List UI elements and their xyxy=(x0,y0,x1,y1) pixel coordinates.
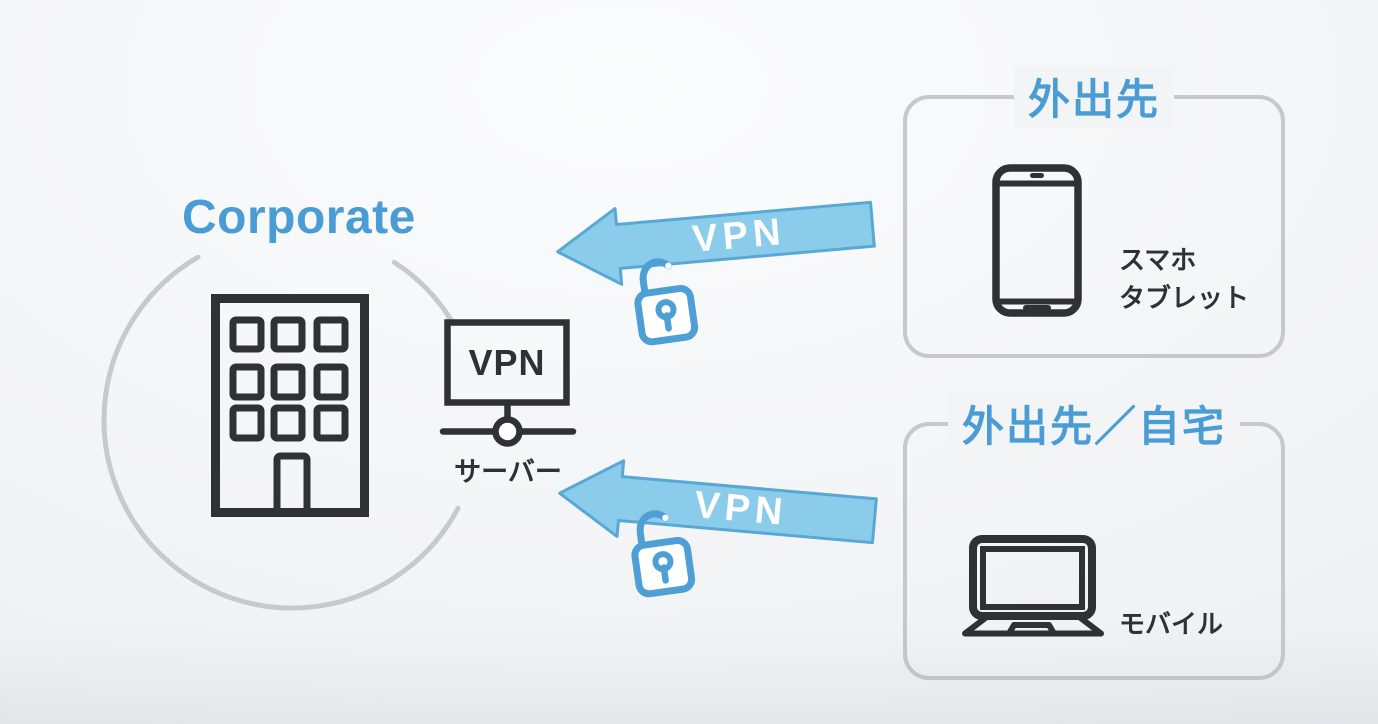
device-label: スマホ タブレット xyxy=(1119,245,1250,313)
remote-box-title: 外出先／自宅 xyxy=(947,393,1241,455)
smartphone-icon xyxy=(992,164,1082,317)
device-label: モバイル xyxy=(1119,609,1224,639)
vpn-tunnel-arrow-top: VPN xyxy=(551,181,879,295)
open-padlock-icon xyxy=(634,258,699,346)
remote-box-title: 外出先 xyxy=(1013,66,1175,128)
vpn-tunnel-arrow-bottom: VPN xyxy=(553,450,881,564)
vpn-server-monitor-label: VPN xyxy=(468,342,546,383)
vpn-server-caption: サーバー xyxy=(454,457,562,487)
corporate-title: Corporate xyxy=(182,191,416,244)
remote-location-box-bottom: 外出先／自宅 モバイル xyxy=(903,393,1285,680)
laptop-icon xyxy=(962,535,1104,637)
corporate-boundary-circle xyxy=(101,254,461,611)
office-building-icon xyxy=(211,294,369,517)
open-padlock-icon xyxy=(631,510,696,598)
left-arrow-icon xyxy=(556,200,876,286)
vpn-server-icon xyxy=(439,319,577,447)
remote-location-box-top: 外出先 スマホ タブレット xyxy=(903,66,1285,358)
